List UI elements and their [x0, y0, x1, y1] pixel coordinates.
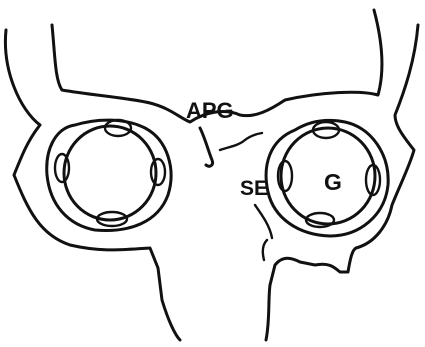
glabella-notch	[200, 128, 213, 166]
septum-line	[255, 205, 272, 238]
left-eyeball	[64, 126, 156, 220]
label-se: SE	[240, 177, 268, 200]
lower-nose-contour	[263, 240, 267, 260]
label-g: G	[324, 169, 342, 195]
skull-outline	[5, 25, 418, 340]
label-apg: APG	[186, 98, 234, 123]
left-medial-muscle	[151, 159, 165, 185]
nasal-ridge	[220, 133, 262, 150]
left-lateral-muscle	[55, 154, 69, 182]
